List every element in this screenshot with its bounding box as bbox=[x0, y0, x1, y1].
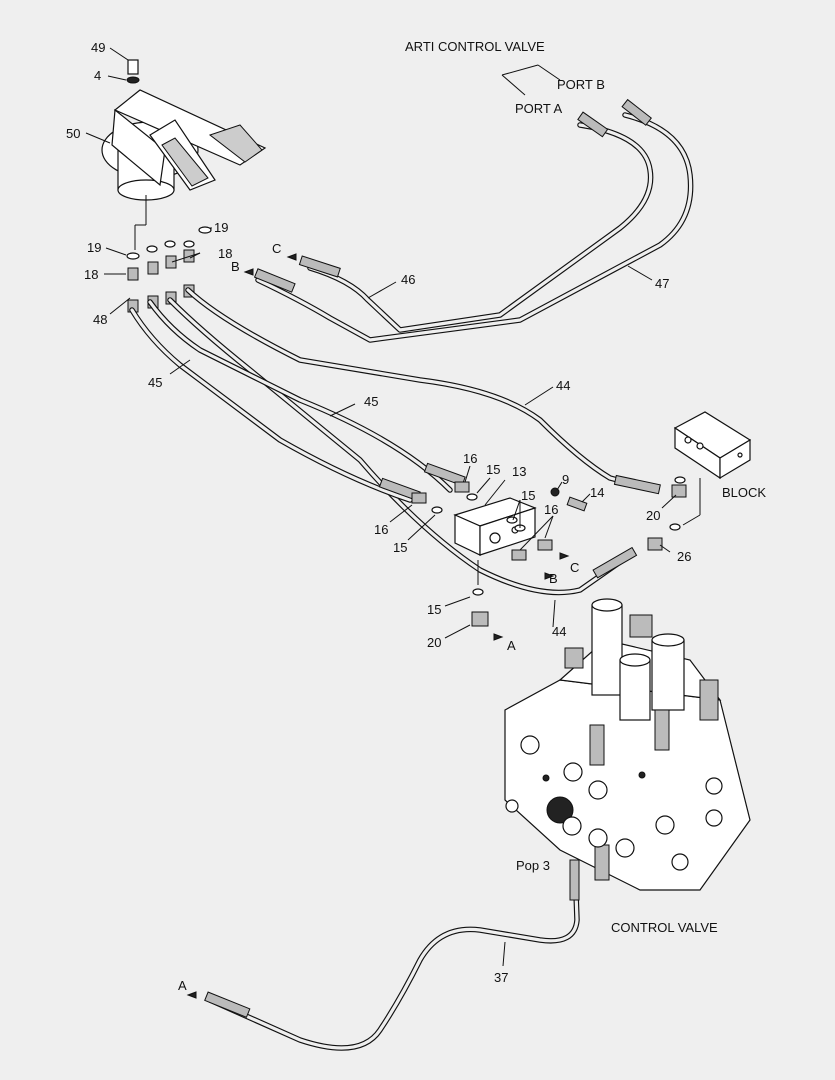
callout-15d: 15 bbox=[427, 602, 441, 617]
callout-20a: 20 bbox=[646, 508, 660, 523]
callout-16c: 16 bbox=[374, 522, 388, 537]
port-letter-b-mid: B bbox=[549, 571, 558, 586]
label-pop3: Pop 3 bbox=[516, 858, 550, 873]
text-labels: ARTI CONTROL VALVE PORT B PORT A BLOCK C… bbox=[178, 39, 766, 993]
callout-45a: 45 bbox=[148, 375, 162, 390]
callout-20b: 20 bbox=[427, 635, 441, 650]
leader-lines bbox=[85, 47, 677, 967]
callout-47: 47 bbox=[655, 276, 669, 291]
hose-end-fittings bbox=[204, 98, 661, 1018]
callout-37: 37 bbox=[494, 970, 508, 985]
port-letter-b-top: B bbox=[231, 259, 240, 274]
port-letter-a-mid: A bbox=[507, 638, 516, 653]
label-control-valve: CONTROL VALVE bbox=[611, 920, 718, 935]
callout-44a: 44 bbox=[556, 378, 570, 393]
callout-18b: 18 bbox=[84, 267, 98, 282]
callout-45b: 45 bbox=[364, 394, 378, 409]
callout-26: 26 bbox=[677, 549, 691, 564]
callout-18a: 18 bbox=[218, 246, 232, 261]
callout-13: 13 bbox=[512, 464, 526, 479]
callout-16b: 16 bbox=[544, 502, 558, 517]
port-letter-c-mid: C bbox=[570, 560, 579, 575]
block-fittings bbox=[411, 476, 687, 627]
callout-19a: 19 bbox=[214, 220, 228, 235]
callout-48: 48 bbox=[93, 312, 107, 327]
callout-15c: 15 bbox=[393, 540, 407, 555]
control-valve bbox=[504, 598, 751, 891]
label-arti-control-valve: ARTI CONTROL VALVE bbox=[405, 39, 545, 54]
label-port-b: PORT B bbox=[557, 77, 605, 92]
callout-46: 46 bbox=[401, 272, 415, 287]
label-port-a: PORT A bbox=[515, 101, 563, 116]
callout-15b: 15 bbox=[521, 488, 535, 503]
callout-49: 49 bbox=[91, 40, 105, 55]
callout-9: 9 bbox=[562, 472, 569, 487]
callout-4: 4 bbox=[94, 68, 101, 83]
foot-pedal-assembly bbox=[101, 59, 267, 250]
callout-14: 14 bbox=[590, 485, 604, 500]
callout-44b: 44 bbox=[552, 624, 566, 639]
block-manifold bbox=[673, 411, 752, 526]
port-letter-c-top: C bbox=[272, 241, 281, 256]
flow-arrows bbox=[186, 253, 570, 999]
callout-50: 50 bbox=[66, 126, 80, 141]
hoses bbox=[129, 112, 694, 1051]
label-block: BLOCK bbox=[722, 485, 766, 500]
callout-15a: 15 bbox=[486, 462, 500, 477]
port-letter-a-bottom: A bbox=[178, 978, 187, 993]
callout-19b: 19 bbox=[87, 240, 101, 255]
block-13 bbox=[453, 497, 537, 556]
callout-numbers: 49 4 50 19 19 18 18 48 45 45 46 47 44 44… bbox=[66, 40, 691, 985]
callout-16a: 16 bbox=[463, 451, 477, 466]
